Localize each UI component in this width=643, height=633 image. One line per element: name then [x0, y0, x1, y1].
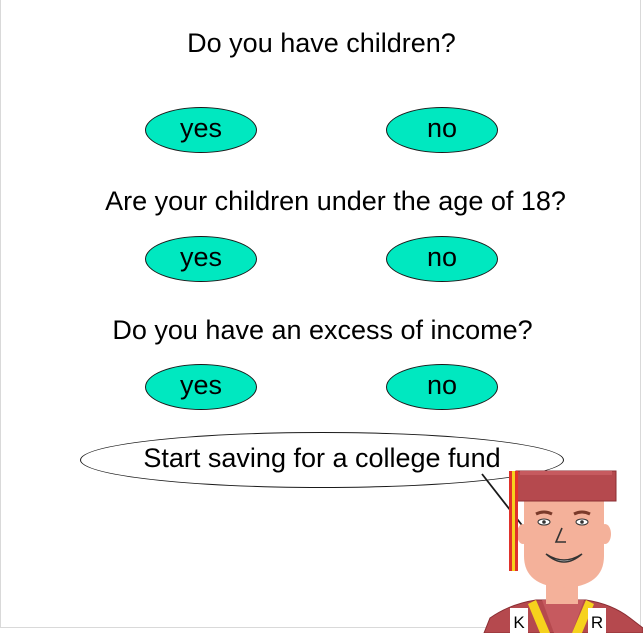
- excess-income-yes-button[interactable]: yes: [145, 364, 257, 410]
- children-under-18-yes-button[interactable]: yes: [145, 236, 257, 282]
- question-excess-income: Do you have an excess of income?: [112, 315, 533, 345]
- badge-left-letter: K: [513, 613, 525, 632]
- excess-income-no-button[interactable]: no: [386, 364, 498, 410]
- children-under-18-no-button[interactable]: no: [386, 236, 498, 282]
- has-children-no-button[interactable]: no: [386, 107, 498, 153]
- question-children-under-18: Are your children under the age of 18?: [105, 186, 566, 216]
- has-children-yes-button[interactable]: yes: [145, 107, 257, 153]
- badge-right-letter: R: [591, 613, 603, 632]
- graduate-mascot-icon: K R: [483, 470, 643, 633]
- question-has-children: Do you have children?: [187, 28, 456, 58]
